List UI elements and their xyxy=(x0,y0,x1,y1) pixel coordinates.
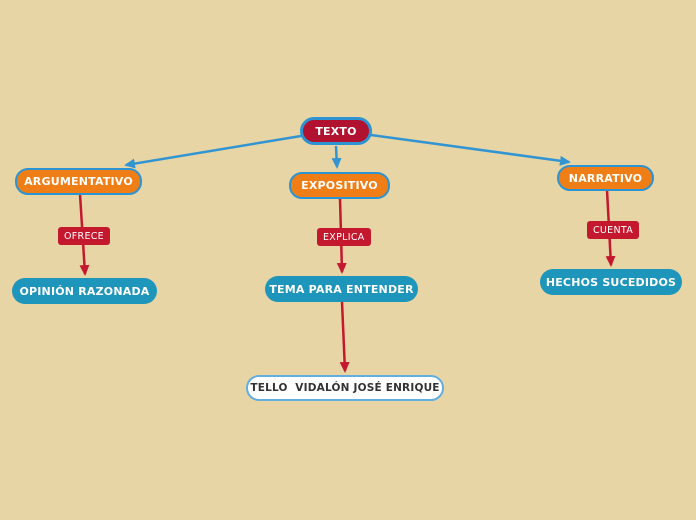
connector-texto-expositivo xyxy=(331,145,342,169)
edge-label-explica-text: EXPLICA xyxy=(323,231,365,243)
node-tema-para-entender[interactable]: TEMA PARA ENTENDER xyxy=(265,276,418,302)
node-author-label: TELLO VIDALÓN JOSÉ ENRIQUE xyxy=(250,382,440,394)
edge-label-ofrece-text: OFRECE xyxy=(64,230,104,242)
edge-label-explica[interactable]: EXPLICA xyxy=(317,228,371,246)
connector-tema-autor xyxy=(339,301,350,373)
node-texto[interactable]: TEXTO xyxy=(300,117,372,145)
node-opinion-razonada-label: OPINIÓN RAZONADA xyxy=(19,284,150,298)
node-hechos-sucedidos[interactable]: HECHOS SUCEDIDOS xyxy=(540,269,682,295)
node-argumentativo[interactable]: ARGUMENTATIVO xyxy=(15,168,142,195)
node-narrativo[interactable]: NARRATIVO xyxy=(557,165,654,191)
node-argumentativo-label: ARGUMENTATIVO xyxy=(24,175,133,188)
node-expositivo[interactable]: EXPOSITIVO xyxy=(289,172,390,199)
node-tema-para-entender-label: TEMA PARA ENTENDER xyxy=(269,282,414,296)
edge-label-cuenta[interactable]: CUENTA xyxy=(587,221,640,239)
edge-label-cuenta-text: CUENTA xyxy=(593,224,634,236)
connector-texto-narrativo xyxy=(370,133,571,166)
node-expositivo-label: EXPOSITIVO xyxy=(301,179,378,192)
node-hechos-sucedidos-label: HECHOS SUCEDIDOS xyxy=(545,275,677,289)
node-opinion-razonada[interactable]: OPINIÓN RAZONADA xyxy=(12,278,157,304)
edge-label-ofrece[interactable]: OFRECE xyxy=(58,227,110,245)
node-narrativo-label: NARRATIVO xyxy=(568,171,643,185)
node-texto-label: TEXTO xyxy=(315,124,357,138)
node-author[interactable]: TELLO VIDALÓN JOSÉ ENRIQUE xyxy=(246,375,444,401)
connector-texto-argumentativo xyxy=(124,134,302,169)
